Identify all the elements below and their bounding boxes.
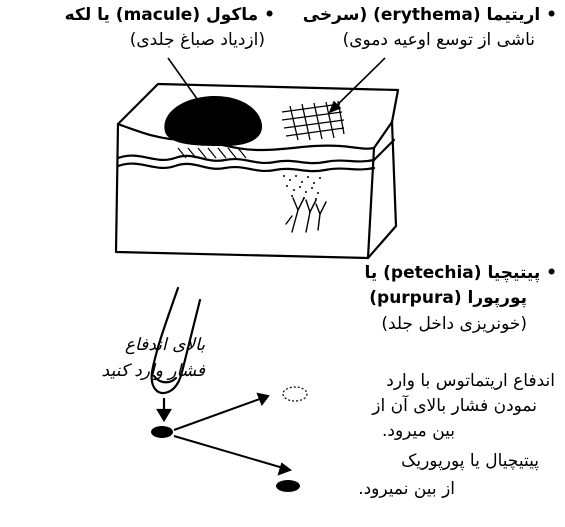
macule-patch bbox=[164, 96, 262, 146]
skin-block bbox=[116, 84, 398, 258]
result-arrows bbox=[174, 394, 290, 474]
epidermis-line-1 bbox=[118, 140, 394, 163]
press-arrow bbox=[158, 398, 170, 420]
skin-front-face bbox=[116, 124, 374, 258]
persistent-lesion bbox=[276, 480, 300, 492]
dermis-stipple bbox=[283, 175, 321, 200]
pressed-lesion bbox=[151, 426, 173, 438]
finger-icon bbox=[152, 288, 200, 393]
epidermis-line-2 bbox=[118, 164, 374, 172]
blood-vessels bbox=[286, 198, 326, 232]
faded-lesion bbox=[283, 387, 307, 401]
